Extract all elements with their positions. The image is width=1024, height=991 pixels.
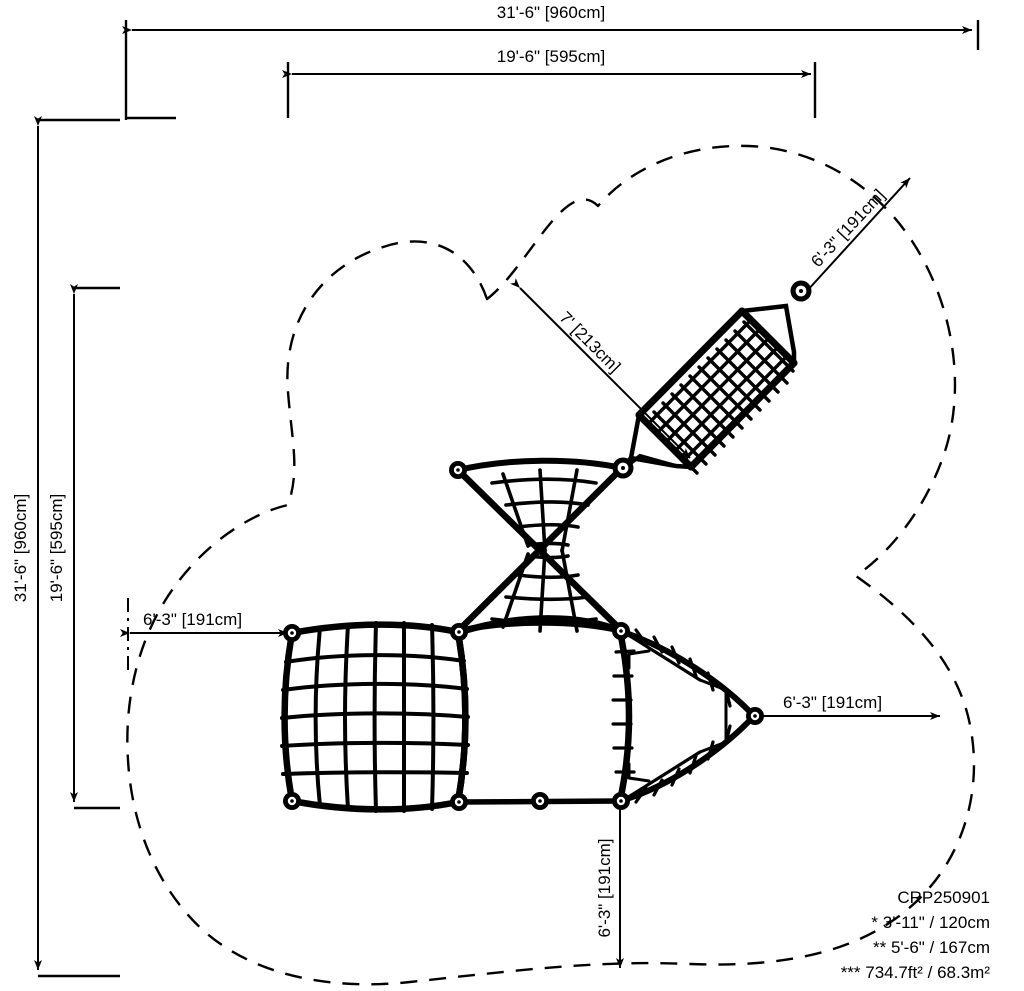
triangle-inner-braces: [627, 649, 728, 783]
hub-node: [612, 792, 630, 810]
dim-label-left-inner: 19'-6" [595cm]: [47, 494, 66, 603]
triangle-rung-section: [611, 628, 757, 804]
dimension-lines: [34, 20, 980, 978]
model-code: CRP250901: [897, 888, 990, 907]
bowtie-net: [454, 457, 626, 635]
square-climbing-net: [280, 621, 470, 813]
dim-label-top-overall: 31'-6" [960cm]: [497, 3, 606, 22]
notes-block: CRP250901 * 3'-11" / 120cm ** 5'-6" / 16…: [841, 888, 991, 982]
hub-node: [450, 793, 468, 811]
hub-node: [790, 280, 812, 302]
note-fall-height: * 3'-11" / 120cm: [871, 913, 990, 932]
dim-label-left-overall: 31'-6" [960cm]: [11, 494, 30, 603]
square-net-top-rail: [288, 621, 462, 637]
ramp-support-lower: [628, 412, 694, 470]
ramp-rungs: [643, 320, 795, 475]
square-net-bottom-rail: [288, 797, 462, 813]
dim-label-top-inner: 19'-6" [595cm]: [497, 47, 606, 66]
hub-node: [449, 461, 467, 479]
bowtie-top-edge: [455, 457, 625, 473]
dim-label-diagonal-center: 7' [213cm]: [556, 308, 625, 377]
central-bay-left-rail: [454, 628, 469, 806]
triangle-lower-edge: [617, 713, 757, 804]
hub-node: [283, 792, 301, 810]
hub-node: [283, 624, 301, 642]
dim-label-diagonal-upper-right: 6'-3" [191cm]: [807, 186, 888, 271]
dim-line-diagonal-upper-right: [796, 177, 911, 303]
net-bridge-ramp: [628, 303, 798, 475]
ramp-rail-right: [687, 359, 798, 471]
dim-label-right-horizontal: 6'-3" [191cm]: [783, 693, 882, 712]
play-structure: [280, 303, 798, 813]
note-max-height: ** 5'-6" / 167cm: [873, 938, 990, 957]
dim-label-left-horizontal: 6'-3" [191cm]: [143, 610, 242, 629]
central-bay-top-rail: [456, 615, 624, 636]
hub-node: [746, 707, 764, 725]
ramp-support-upper: [739, 303, 797, 366]
ramp-rail-left: [635, 307, 746, 419]
hub-node: [531, 792, 549, 810]
note-safety-area: *** 734.7ft² / 68.3m²: [841, 963, 991, 982]
square-net-columns: [313, 621, 436, 813]
hub-node: [450, 623, 468, 641]
anchor-hubs: [283, 280, 812, 811]
dim-line-diagonal-center: [510, 278, 691, 459]
triangle-upper-edge: [617, 628, 757, 719]
hub-node: [612, 457, 634, 479]
bowtie-diagonal-b: [454, 464, 626, 635]
bowtie-upper-verticals: [501, 468, 579, 553]
central-bay: [454, 615, 633, 806]
right-hub-braces: [620, 629, 702, 803]
hub-node: [612, 622, 630, 640]
ramp-strands: [646, 319, 788, 462]
dim-label-bottom-vertical: 6'-3" [191cm]: [595, 838, 614, 937]
